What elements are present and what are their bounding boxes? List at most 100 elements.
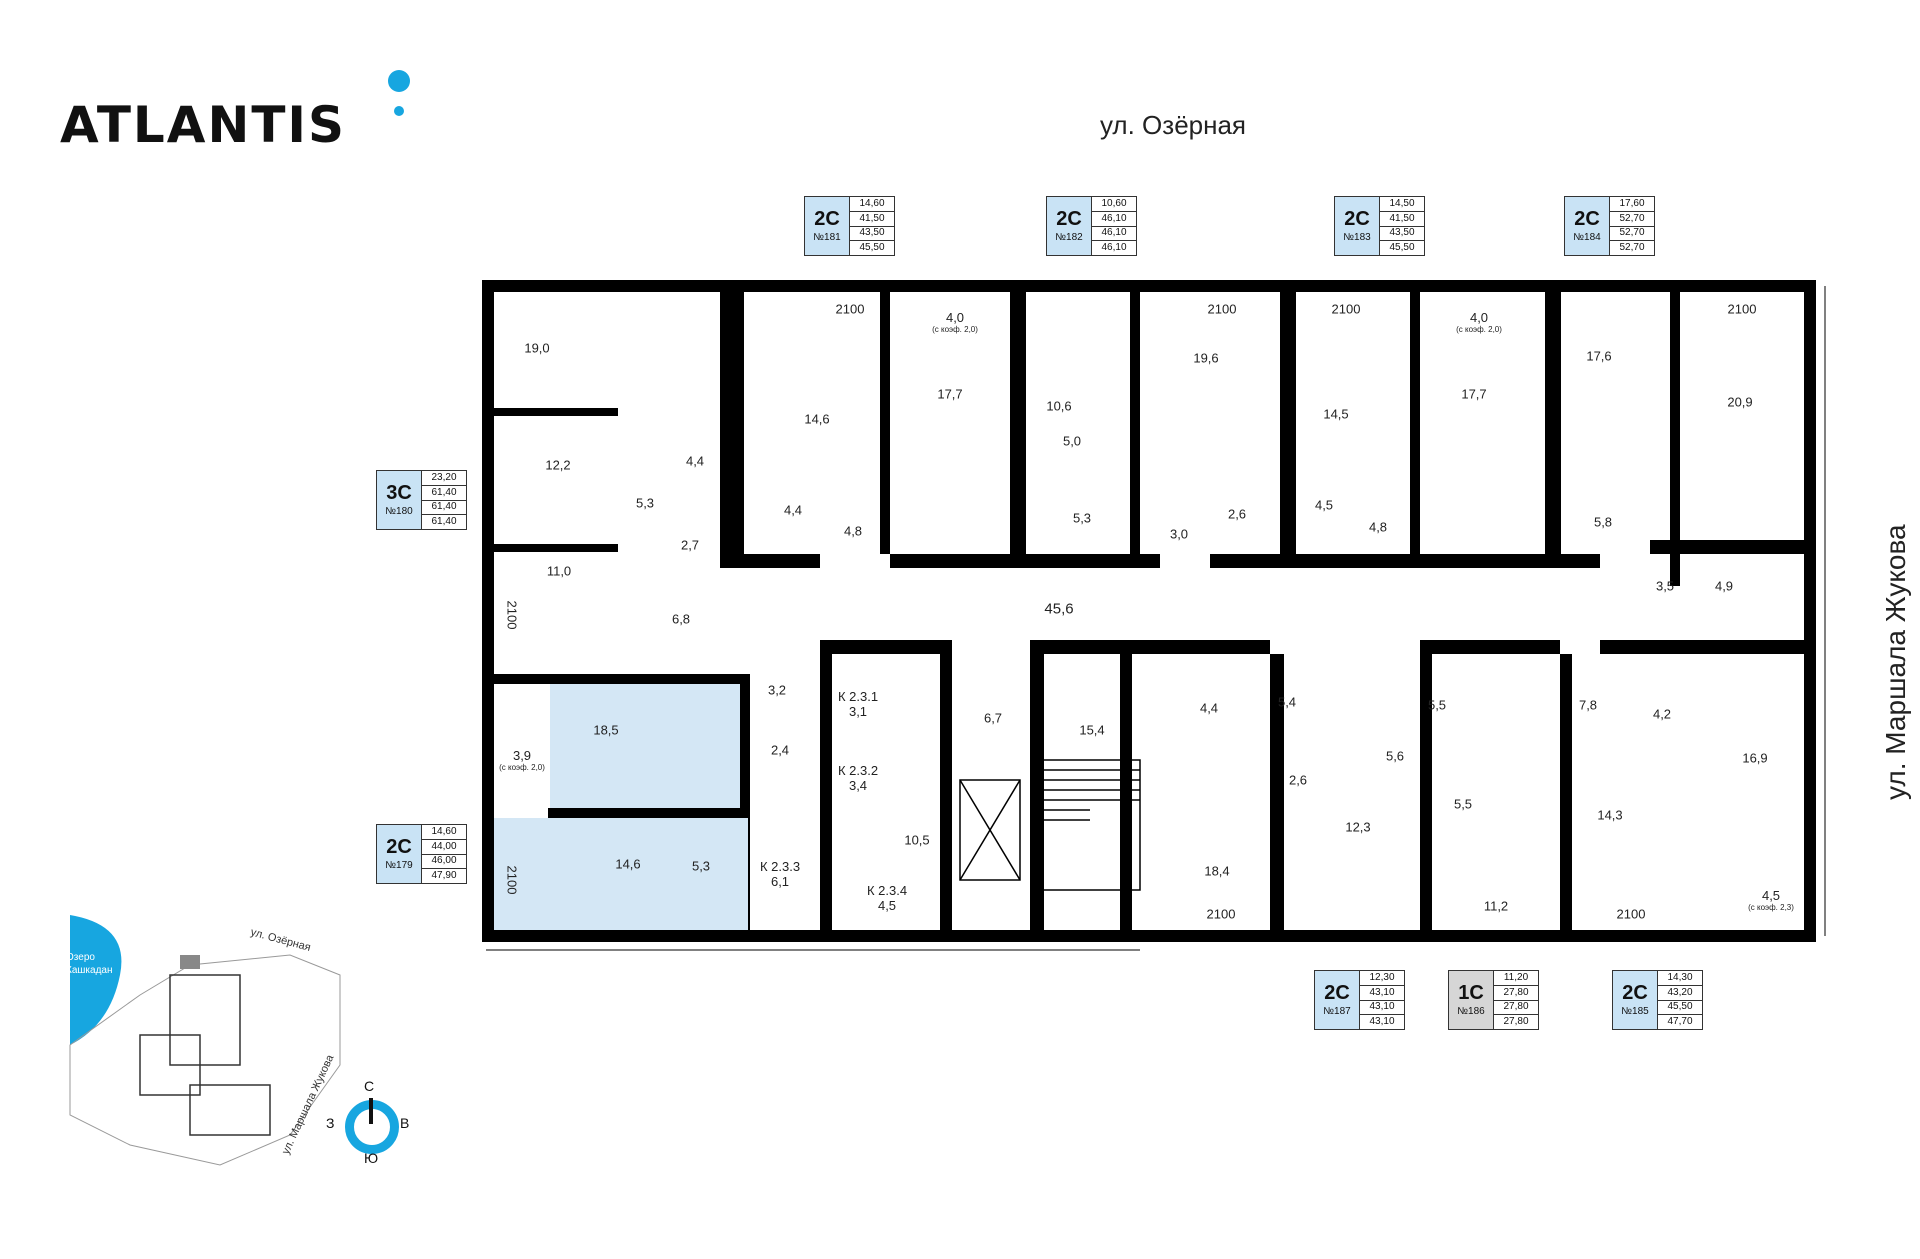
room-area: 4,0(с коэф. 2,0) [932,310,978,334]
room-area: 17,7 [937,386,963,402]
height-label: 2100 [504,600,520,630]
minimap-street-2: ул. Маршала Жукова [280,1052,337,1156]
minimap-street-1: ул. Озёрная [249,926,312,954]
room-area: 14,3 [1597,807,1623,823]
room-area: 10,6 [1046,398,1072,414]
compass-east: В [400,1115,410,1131]
room-area: 2,6 [1227,506,1247,522]
room-area: 18,4 [1204,863,1230,879]
corridor-area: 45,6 [1044,600,1074,618]
room-area: 17,6 [1586,348,1612,364]
room-area: 5,3 [1072,510,1092,526]
wall [1030,640,1270,654]
room-area: 5,3 [635,495,655,511]
room-area: 6,7 [983,710,1003,726]
wall [880,286,890,554]
wall [1130,286,1140,554]
room-area: 3,9(с коэф. 2,0) [499,748,545,772]
wall [720,286,744,554]
height-label: 2100 [835,301,865,317]
room-area: 4,8 [1368,519,1388,535]
compass-west: З [326,1115,335,1131]
room-area: 4,8 [843,523,863,539]
room-area: 2,4 [770,742,790,758]
room-area: 5,5 [1453,796,1473,812]
room-area: 12,2 [545,457,571,473]
wall [720,554,820,568]
stairs [1039,759,1141,891]
room-area: 5,6 [1385,748,1405,764]
wall [820,640,832,936]
height-label: 2100 [1331,301,1361,317]
wall [1270,654,1284,936]
wall [1670,286,1680,586]
room-area: 19,6 [1193,350,1219,366]
room-area: 5,8 [1593,514,1613,530]
logo-dot-small-icon [394,106,404,116]
wall [1560,654,1572,936]
room-area: 6,8 [671,611,691,627]
apartment-179-highlight [550,684,740,808]
room-area: 4,2 [1652,706,1672,722]
wall [1010,286,1026,554]
room-area: 4,4 [685,453,705,469]
wall [1420,654,1432,936]
wall [820,640,940,654]
room-area: 12,3 [1345,819,1371,835]
wall [1030,640,1044,936]
room-area: 4,9 [1714,578,1734,594]
room-area: 3,2 [767,682,787,698]
compass-north: С [364,1078,375,1094]
room-area: 3,5 [1655,578,1675,594]
outer-wall [482,280,1816,942]
wall [890,554,1160,568]
site-mini-map: Озеро Кашкадан ул. Озёрная ул. Маршала Ж… [66,915,341,1166]
wall [1410,286,1420,554]
room-area: 4,4 [783,502,803,518]
lake-shape [70,915,122,1045]
wall [1420,640,1560,654]
room-area: 20,9 [1727,394,1753,410]
svg-text:Кашкадан: Кашкадан [66,965,112,976]
wall [548,808,748,818]
height-label: 2100 [1207,301,1237,317]
elevator [959,779,1021,881]
room-area: 5,0 [1062,433,1082,449]
wall [1120,654,1132,936]
wall [488,408,618,416]
wall [488,544,618,552]
wall [1430,554,1600,568]
wall [1210,554,1430,568]
room-area: 2,6 [1288,772,1308,788]
room-area: 4,5 [1314,497,1334,513]
wall [1545,286,1561,554]
room-area: 11,0 [546,563,572,579]
room-area: 18,5 [593,722,619,738]
wall [488,674,748,684]
room-area: 5,3 [691,858,711,874]
wall [1650,540,1810,554]
compass-south: Ю [364,1150,379,1166]
height-label: 2100 [1727,301,1757,317]
room-area: 17,7 [1461,386,1487,402]
room-area: 5,4 [1277,694,1297,710]
logo-dot-icon [388,70,410,92]
wall [1600,640,1670,654]
room-area: 7,8 [1578,697,1598,713]
room-area: 14,6 [804,411,830,427]
room-area: 5,5 [1427,697,1447,713]
